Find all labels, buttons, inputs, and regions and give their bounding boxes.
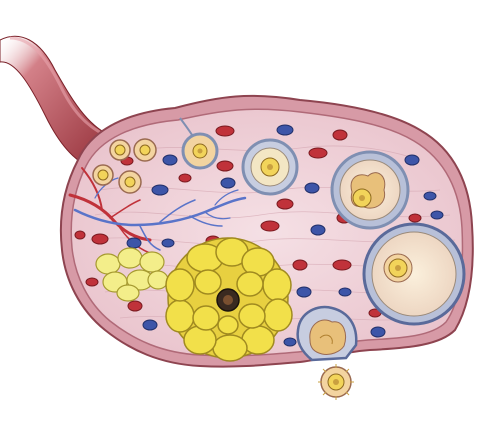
mature-graafian-follicle — [362, 222, 466, 326]
ligament-highlight — [9, 36, 106, 137]
antral-follicle — [330, 150, 410, 230]
primary-follicle — [179, 117, 219, 170]
corpus-albicans — [95, 247, 169, 302]
corpus-luteum — [165, 237, 293, 362]
blood-vessels — [68, 167, 247, 256]
secondary-follicle — [241, 138, 299, 196]
ruptured-follicle — [296, 305, 358, 362]
released-ovum — [318, 364, 354, 400]
primordial-follicles — [92, 138, 157, 194]
stroma-cells — [74, 124, 444, 347]
